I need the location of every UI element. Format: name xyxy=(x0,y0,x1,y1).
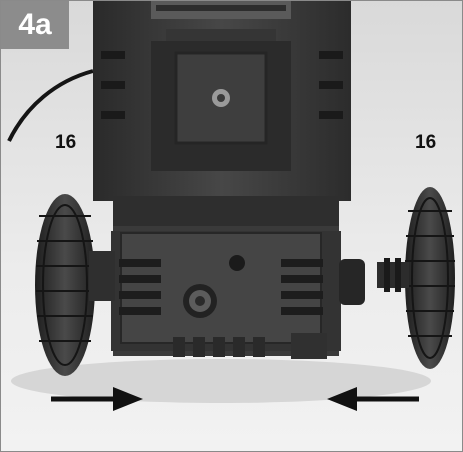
wheel-callout-left: 16 xyxy=(55,132,77,153)
arrow-left-icon xyxy=(327,387,419,411)
arrow-right-icon xyxy=(51,387,143,411)
step-badge: 4a xyxy=(1,1,69,49)
wheel-callout-right: 16 xyxy=(415,132,437,153)
